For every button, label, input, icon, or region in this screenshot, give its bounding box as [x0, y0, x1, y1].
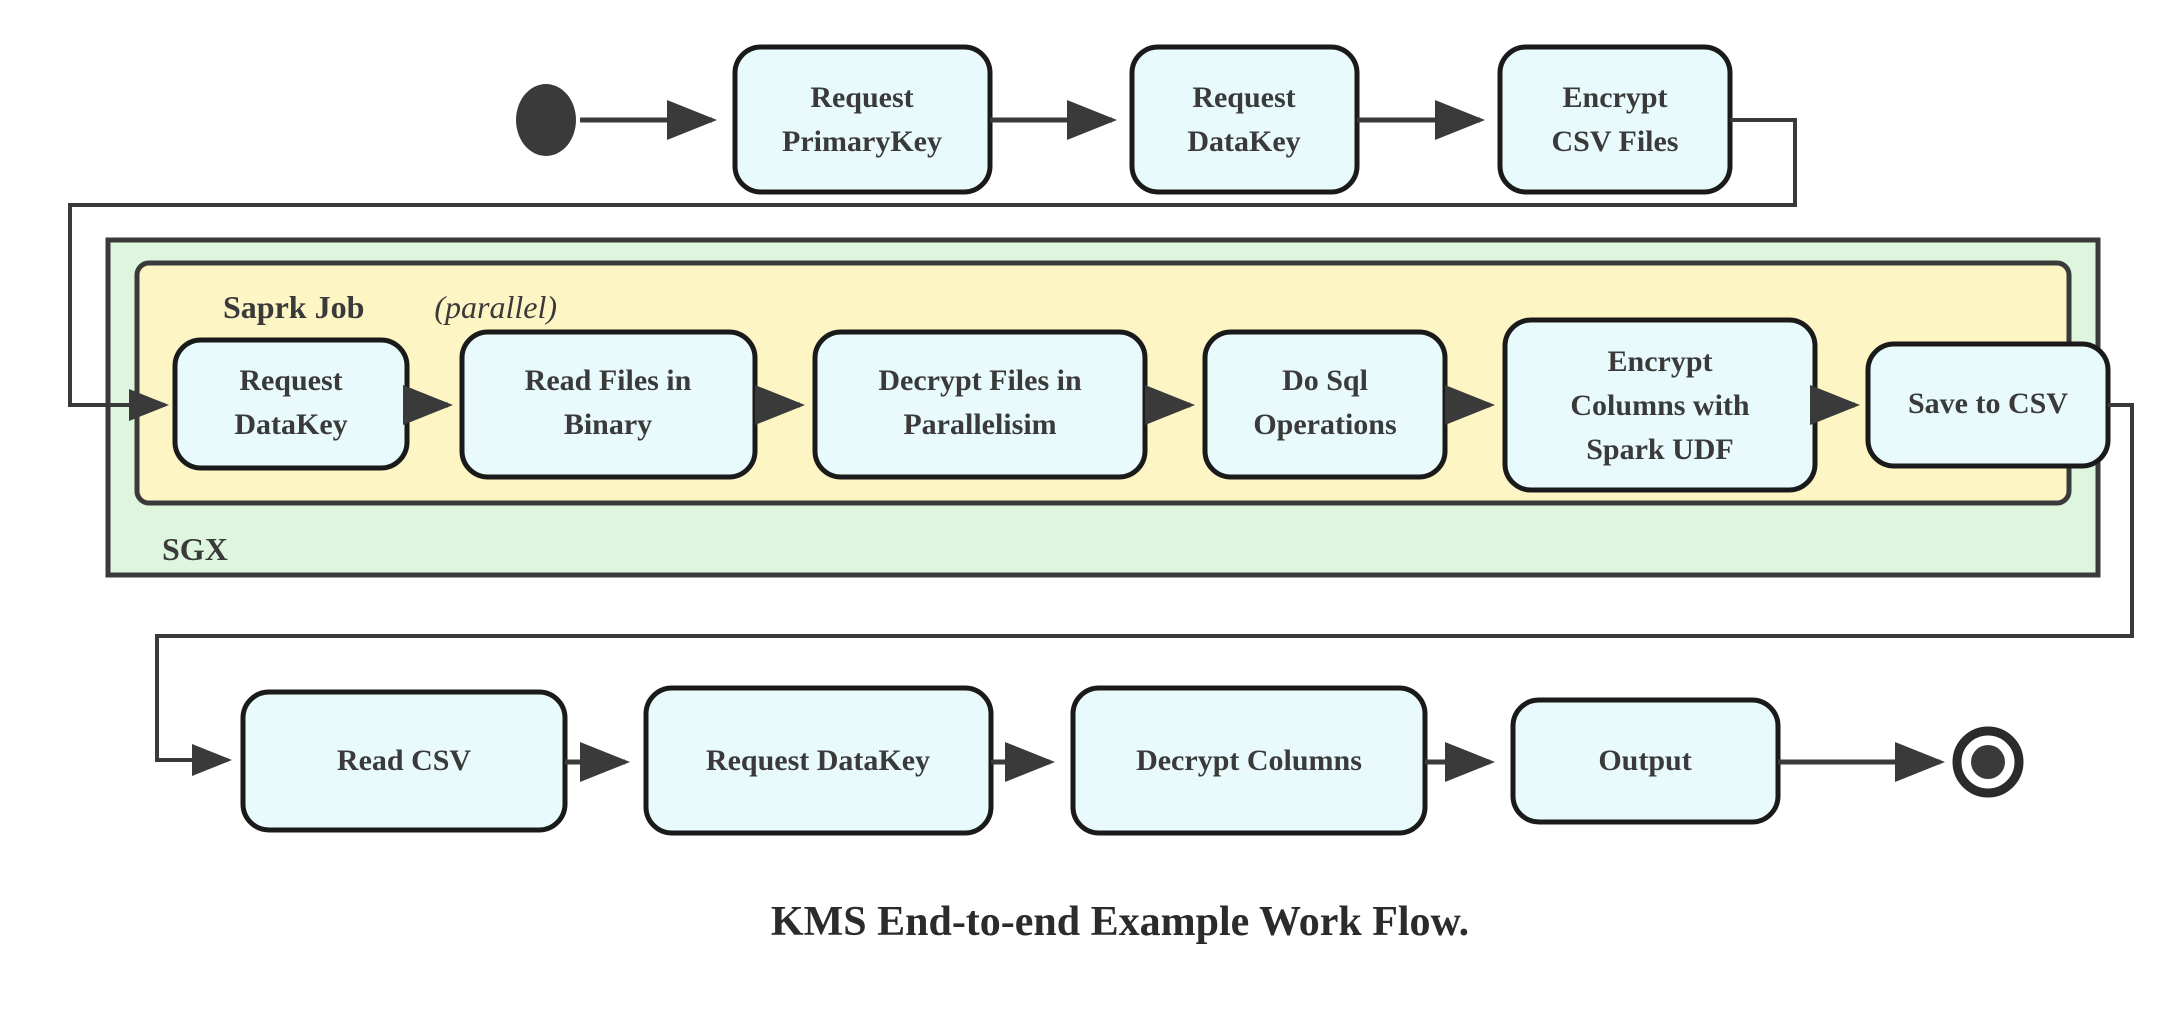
node-request-datakey-top-label: Request	[1192, 81, 1295, 114]
figure-caption: KMS End-to-end Example Work Flow.	[771, 899, 1469, 945]
spark-job-label: Saprk Job (parallel)	[167, 289, 597, 325]
node-output-label: Output	[1598, 744, 1691, 777]
node-read-files-in-binary-label2: Binary	[564, 408, 652, 441]
spark-job-label-bold: Saprk Job	[223, 289, 364, 325]
node-request-datakey-top-label2: DataKey	[1187, 125, 1300, 158]
sgx-label: SGX	[162, 531, 228, 567]
node-request-datakey-spark[interactable]	[172, 337, 410, 471]
node-decrypt-files-in-parallelisim-label2: Parallelisim	[903, 408, 1056, 441]
edge-save-csv-to-read-csv	[155, 403, 2134, 776]
start-node	[516, 84, 576, 156]
node-request-datakey-spark-label2: DataKey	[234, 408, 347, 441]
node-read-files-in-binary-label: Read Files in	[525, 364, 692, 397]
node-request-primarykey[interactable]	[732, 44, 993, 195]
end-node-dot	[1971, 745, 2005, 779]
node-read-files-in-binary[interactable]	[459, 329, 758, 480]
node-decrypt-files-in-parallelisim[interactable]	[812, 329, 1148, 480]
node-do-sql-operations-label: Do Sql	[1282, 364, 1368, 397]
node-do-sql-operations-label2: Operations	[1253, 408, 1396, 441]
node-request-primarykey-label: Request	[810, 81, 913, 114]
node-request-primarykey-label2: PrimaryKey	[782, 125, 942, 158]
node-encrypt-csv-files-label2: CSV Files	[1552, 125, 1679, 158]
spark-job-label-italic: (parallel)	[434, 289, 557, 325]
node-encrypt-columns-spark-udf-label: Encrypt	[1608, 345, 1713, 378]
node-decrypt-files-in-parallelisim-label: Decrypt Files in	[878, 364, 1082, 397]
node-encrypt-columns-spark-udf-label3: Spark UDF	[1586, 433, 1734, 466]
node-encrypt-csv-files[interactable]	[1497, 44, 1733, 195]
node-encrypt-csv-files-label: Encrypt	[1563, 81, 1668, 114]
edge-encrypt-csv-to-spark-datakey	[68, 118, 1797, 421]
node-decrypt-columns-label: Decrypt Columns	[1136, 744, 1362, 777]
end-node-ring	[1952, 726, 2024, 798]
node-request-datakey-bottom-label: Request DataKey	[706, 744, 930, 777]
node-encrypt-columns-spark-udf-label2: Columns with	[1570, 389, 1750, 422]
node-do-sql-operations[interactable]	[1202, 329, 1448, 480]
node-read-csv-label: Read CSV	[337, 744, 472, 777]
node-save-to-csv-label: Save to CSV	[1908, 387, 2068, 420]
node-request-datakey-spark-label: Request	[239, 364, 342, 397]
node-request-datakey-top[interactable]	[1129, 44, 1360, 195]
